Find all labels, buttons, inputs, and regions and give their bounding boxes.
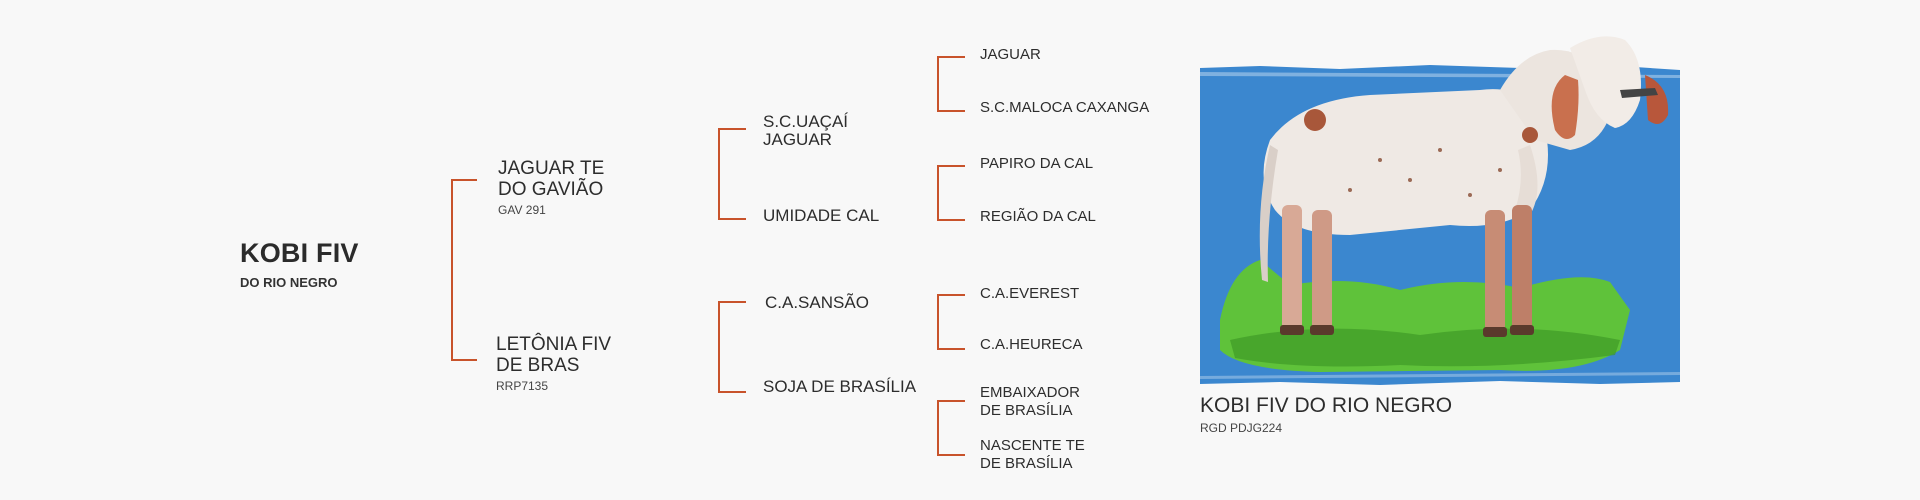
connector-gg-1 xyxy=(937,56,965,112)
connector-gg-4 xyxy=(937,400,965,456)
great-grandparent-8: NASCENTE TE DE BRASÍLIA xyxy=(980,437,1085,472)
subject-subtitle: DO RIO NEGRO xyxy=(240,275,338,290)
photo-caption: KOBI FIV DO RIO NEGRO xyxy=(1200,394,1453,417)
subject-name: KOBI FIV xyxy=(240,238,359,268)
grandparent-dam-sire: C.A.SANSÃO xyxy=(765,293,869,312)
great-grandparent-7: EMBAIXADOR DE BRASÍLIA xyxy=(980,384,1081,419)
connector-gg-3 xyxy=(937,294,965,350)
grandparent-sire-dam: UMIDADE CAL xyxy=(763,206,880,225)
photo-registration: RGD PDJG224 xyxy=(1200,421,1283,435)
great-grandparent-4: REGIÃO DA CAL xyxy=(980,208,1096,225)
subject-block: KOBI FIV DO RIO NEGRO xyxy=(240,238,359,290)
great-grandparent-5: C.A.EVEREST xyxy=(980,285,1080,302)
great-grandparent-1: JAGUAR xyxy=(980,46,1041,63)
grandparent-sire-sire: S.C.UAÇAÍ JAGUAR xyxy=(763,112,849,149)
connector-gg-2 xyxy=(937,165,965,221)
dam-name: LETÔNIA FIV DE BRAS xyxy=(496,334,612,376)
sire-registration: GAV 291 xyxy=(498,203,546,217)
sire-block: JAGUAR TE DO GAVIÃO GAV 291 xyxy=(498,158,604,217)
connector-sire-parents xyxy=(718,128,746,220)
dam-block: LETÔNIA FIV DE BRAS RRP7135 xyxy=(496,334,611,393)
great-grandparent-2: S.C.MALOCA CAXANGA xyxy=(980,99,1150,116)
connector-parents xyxy=(451,179,477,361)
animal-photo xyxy=(1200,20,1680,385)
great-grandparent-6: C.A.HEURECA xyxy=(980,336,1083,353)
sire-name: JAGUAR TE DO GAVIÃO xyxy=(498,158,605,200)
dam-registration: RRP7135 xyxy=(496,379,549,393)
photo-caption-block: KOBI FIV DO RIO NEGRO RGD PDJG224 xyxy=(1200,394,1452,435)
grandparent-dam-dam: SOJA DE BRASÍLIA xyxy=(763,377,917,396)
great-grandparent-3: PAPIRO DA CAL xyxy=(980,155,1094,172)
connector-dam-parents xyxy=(718,301,746,393)
